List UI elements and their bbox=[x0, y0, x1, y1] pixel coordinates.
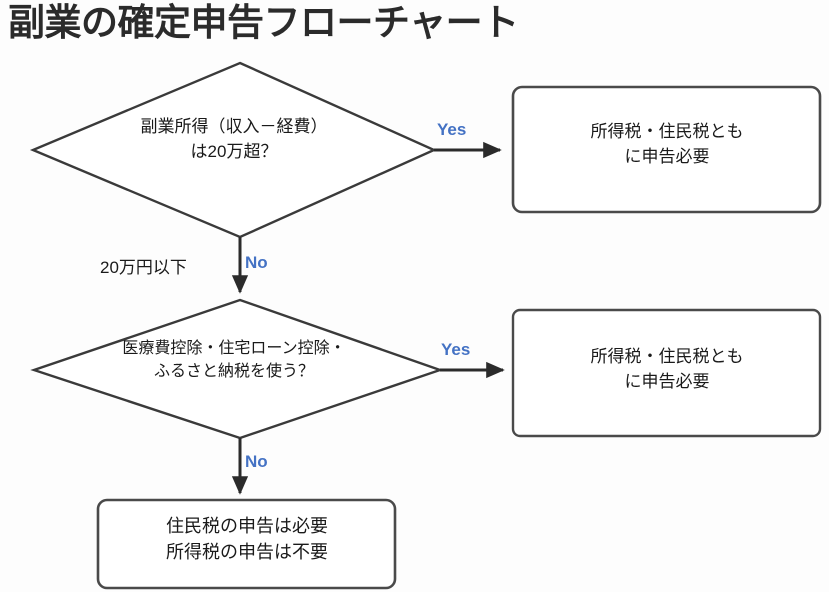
edge-label-yes-2: Yes bbox=[441, 340, 471, 359]
decision-node-1-shape bbox=[29, 61, 437, 239]
edge-label-under-threshold: 20万円以下 bbox=[100, 258, 187, 277]
result-node-2-shape bbox=[511, 308, 822, 438]
edge-label-no-1: No bbox=[245, 253, 268, 272]
decision-node-2-shape bbox=[30, 298, 444, 440]
page-title: 副業の確定申告フローチャート bbox=[8, 2, 519, 43]
edge-label-no-2: No bbox=[245, 452, 268, 471]
edge-label-yes-1: Yes bbox=[437, 120, 467, 139]
result-node-1-shape bbox=[511, 85, 822, 214]
result-node-3-shape bbox=[96, 498, 397, 590]
